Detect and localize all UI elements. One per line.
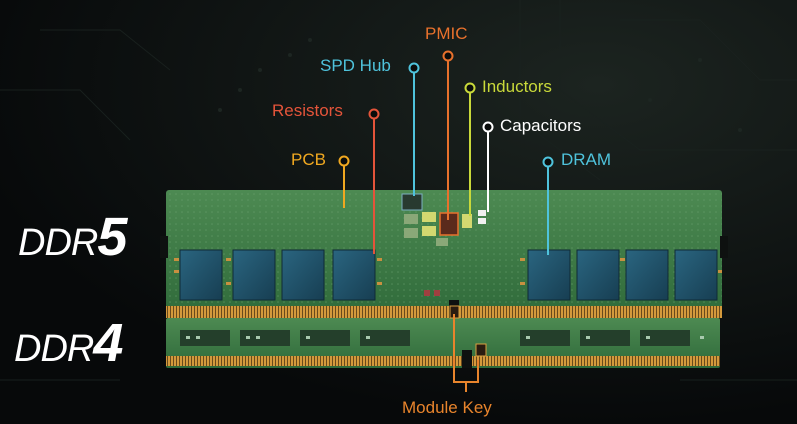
spd-hub-label: SPD Hub — [320, 56, 391, 75]
pcb-label: PCB — [291, 150, 326, 169]
pmic-label: PMIC — [425, 24, 468, 43]
ddr4-number: 4 — [93, 313, 123, 373]
module-key-leader — [453, 314, 479, 392]
capacitors-marker — [482, 121, 494, 133]
ddr4-label: DDR4 — [14, 312, 123, 374]
ddr5-module — [160, 190, 728, 319]
inductors-marker — [464, 82, 476, 94]
ddr4-module — [166, 318, 720, 368]
pmic-marker — [442, 50, 454, 62]
spd-hub-marker — [408, 62, 420, 74]
ddr4-prefix: DDR — [14, 328, 94, 370]
ddr5-prefix: DDR — [18, 222, 98, 264]
dram-label: DRAM — [561, 150, 612, 169]
resistors-label: Resistors — [272, 101, 343, 120]
ddr5-dram-chips — [179, 249, 718, 301]
ddr5-label: DDR5 — [18, 206, 127, 268]
pcb-marker — [338, 155, 350, 167]
dram-marker — [542, 156, 554, 168]
ddr5-number: 5 — [97, 207, 127, 267]
inductors-label: Inductors — [482, 77, 552, 96]
capacitors-label: Capacitors — [500, 116, 582, 135]
leader-lines — [338, 50, 554, 392]
ddr5-center-components — [401, 193, 486, 296]
resistors-marker — [368, 108, 380, 120]
module-key-label: Module Key — [402, 398, 492, 417]
